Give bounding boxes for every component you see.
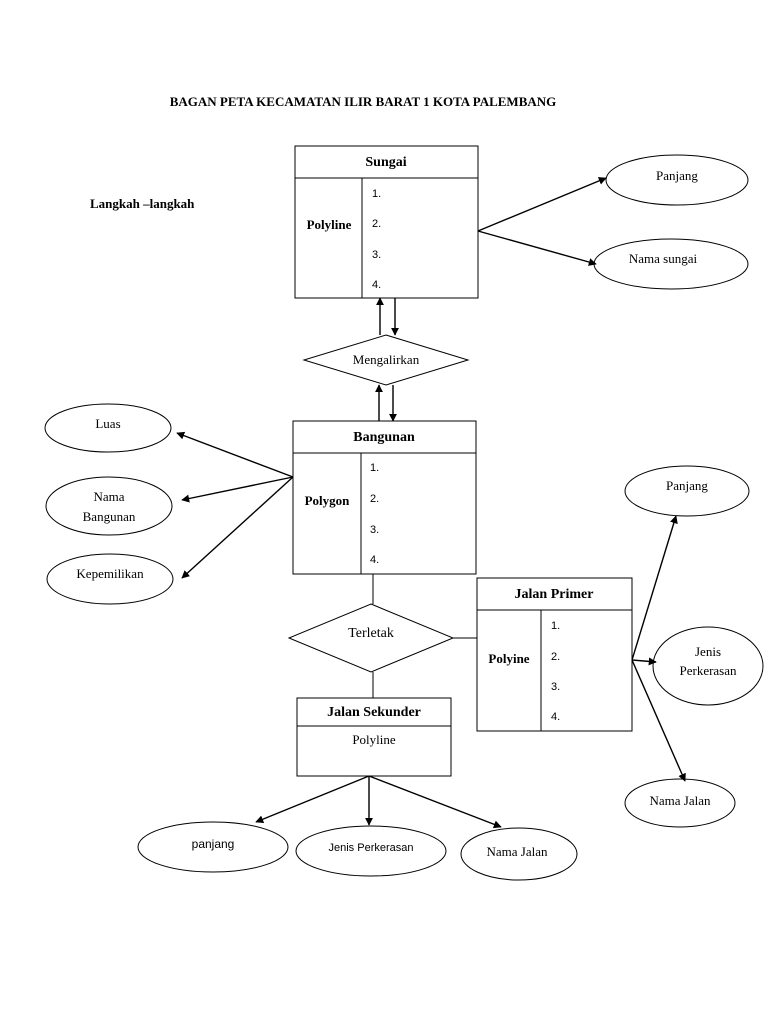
attribute-primer-jenis: Jenis Perkerasan <box>652 626 764 706</box>
attribute-label: Jenis Perkerasan <box>329 842 414 854</box>
entity-jalan-sekunder-name: Jalan Sekunder <box>327 705 421 720</box>
attribute-label: Perkerasan <box>679 663 737 678</box>
entity-jalan-primer-name: Jalan Primer <box>515 587 594 602</box>
edge-sekunder-nama <box>368 775 502 829</box>
entity-jalan-primer-item: 3. <box>551 681 560 693</box>
edge-bangunan-luas <box>176 431 294 478</box>
steps-label: Langkah –langkah <box>90 196 195 211</box>
entity-jalan-primer: Jalan Primer Polyine 1. 2. 3. 4. <box>476 577 633 732</box>
attribute-label: Nama Jalan <box>649 793 711 808</box>
entity-bangunan-name: Bangunan <box>353 430 415 445</box>
edge-bangunan-kepemilikan <box>181 476 294 579</box>
attribute-label: Luas <box>95 416 120 431</box>
entity-sungai: Sungai Polyline 1. 2. 3. 4. <box>294 145 479 299</box>
attribute-label: Bangunan <box>83 509 136 524</box>
entity-sungai-type: Polyline <box>307 217 352 232</box>
diagram-title: BAGAN PETA KECAMATAN ILIR BARAT 1 KOTA P… <box>170 94 557 109</box>
attribute-bangunan-nama: Nama Bangunan <box>45 476 173 536</box>
attribute-bangunan-kepemilikan: Kepemilikan <box>46 553 174 605</box>
entity-sungai-item: 3. <box>372 249 381 261</box>
entity-bangunan-item: 3. <box>370 524 379 536</box>
entity-sungai-item: 4. <box>372 279 381 291</box>
attribute-label: Panjang <box>666 478 708 493</box>
entity-bangunan-item: 2. <box>370 493 379 505</box>
edge-primer-nama <box>631 659 686 782</box>
entity-bangunan-item: 1. <box>370 462 379 474</box>
attribute-sekunder-nama: Nama Jalan <box>460 827 578 881</box>
entity-jalan-primer-type: Polyine <box>488 651 529 666</box>
attribute-sungai-panjang: Panjang <box>605 154 749 206</box>
edge-sungai-panjang <box>477 177 607 232</box>
entity-bangunan-type: Polygon <box>305 493 351 508</box>
edge-primer-panjang <box>631 515 678 661</box>
relation-terletak: Terletak <box>287 603 455 673</box>
relation-label: Terletak <box>348 626 394 641</box>
attribute-label: Panjang <box>656 168 698 183</box>
attribute-primer-panjang: Panjang <box>624 465 750 517</box>
entity-bangunan-item: 4. <box>370 554 379 566</box>
edge-sekunder-panjang <box>255 775 370 823</box>
entity-sungai-item: 1. <box>372 188 381 200</box>
attribute-label: Nama <box>93 489 124 504</box>
entity-jalan-sekunder: Jalan Sekunder Polyline <box>296 697 452 777</box>
relation-label: Mengalirkan <box>353 352 420 367</box>
edge-primer-jenis <box>631 657 657 666</box>
attribute-label: Nama sungai <box>629 251 698 266</box>
attribute-label: Kepemilikan <box>76 566 144 581</box>
attribute-bangunan-luas: Luas <box>44 403 172 453</box>
entity-bangunan: Bangunan Polygon 1. 2. 3. 4. <box>292 420 477 575</box>
entity-jalan-primer-item: 1. <box>551 620 560 632</box>
entity-sungai-item: 2. <box>372 218 381 230</box>
entity-jalan-sekunder-type: Polyline <box>352 732 396 747</box>
attribute-label: Nama Jalan <box>486 844 548 859</box>
attribute-label: Jenis <box>695 644 721 659</box>
entity-jalan-primer-item: 2. <box>551 651 560 663</box>
attribute-sekunder-panjang: panjang <box>137 821 289 873</box>
attribute-primer-nama: Nama Jalan <box>624 778 736 828</box>
edge-bangunan-nama <box>181 476 294 503</box>
attribute-label: panjang <box>192 837 235 851</box>
entity-jalan-primer-item: 4. <box>551 711 560 723</box>
attribute-sekunder-jenis: Jenis Perkerasan <box>295 825 447 877</box>
relation-mengalirkan: Mengalirkan <box>302 334 470 386</box>
edge-sungai-nama <box>477 230 597 266</box>
attribute-sungai-nama: Nama sungai <box>593 238 749 290</box>
entity-sungai-name: Sungai <box>365 155 406 170</box>
